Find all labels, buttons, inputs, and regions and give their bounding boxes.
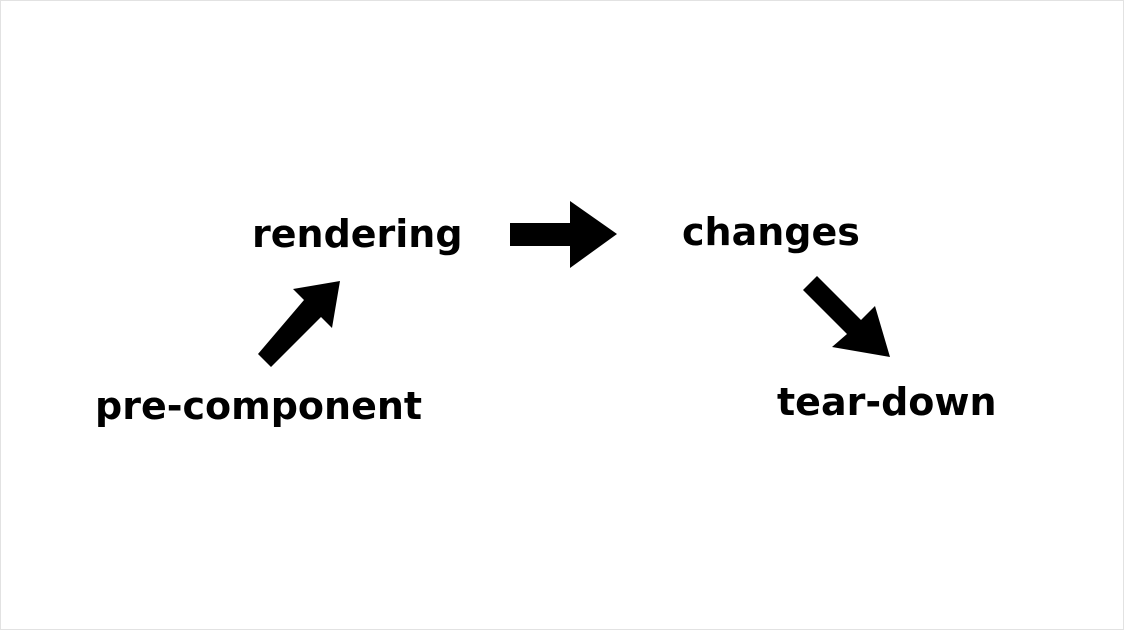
stage-label-rendering: rendering: [252, 212, 463, 256]
arrow-right-icon: [510, 201, 617, 268]
stage-label-tear-down: tear-down: [777, 380, 997, 424]
stage-label-pre-component: pre-component: [95, 384, 423, 428]
stage-label-changes: changes: [682, 210, 860, 254]
arrow-down-right-icon: [803, 276, 890, 357]
arrow-up-right-icon: [258, 281, 340, 367]
